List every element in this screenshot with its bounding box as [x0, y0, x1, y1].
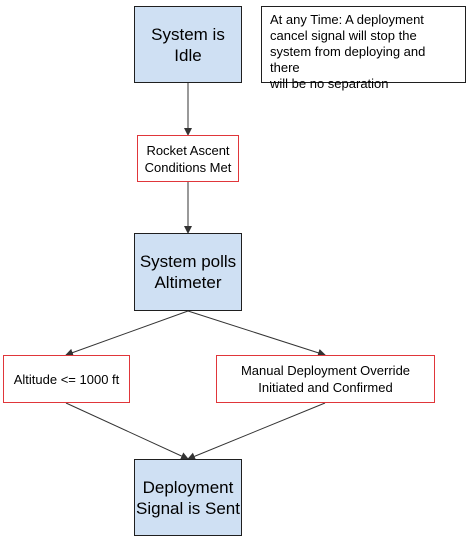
node-manual-override: Manual Deployment Override Initiated and… — [216, 355, 435, 403]
node-rocket-ascent-label: Rocket Ascent Conditions Met — [144, 142, 232, 175]
node-manual-override-label: Manual Deployment Override Initiated and… — [240, 363, 411, 395]
node-deployment-signal-label: Deployment Signal is Sent — [136, 477, 240, 518]
arrow-altitude-to-deploy — [65, 402, 189, 460]
cancel-signal-note-text: At any Time: A deployment cancel signal … — [270, 12, 426, 91]
node-rocket-ascent: Rocket Ascent Conditions Met — [137, 135, 239, 182]
arrow-poll-to-override — [187, 310, 326, 357]
arrow-override-to-deploy — [187, 402, 326, 461]
arrow-poll-to-altitude — [65, 310, 189, 357]
node-system-polls-altimeter: System polls Altimeter — [134, 233, 242, 311]
node-system-idle-label: System is Idle — [151, 24, 225, 65]
node-deployment-signal: Deployment Signal is Sent — [134, 459, 242, 536]
node-altitude-threshold-label: Altitude <= 1000 ft — [13, 371, 120, 387]
node-system-idle: System is Idle — [134, 6, 242, 83]
cancel-signal-note: At any Time: A deployment cancel signal … — [261, 6, 466, 91]
node-altitude-threshold: Altitude <= 1000 ft — [3, 355, 130, 403]
node-system-polls-altimeter-label: System polls Altimeter — [139, 252, 237, 292]
